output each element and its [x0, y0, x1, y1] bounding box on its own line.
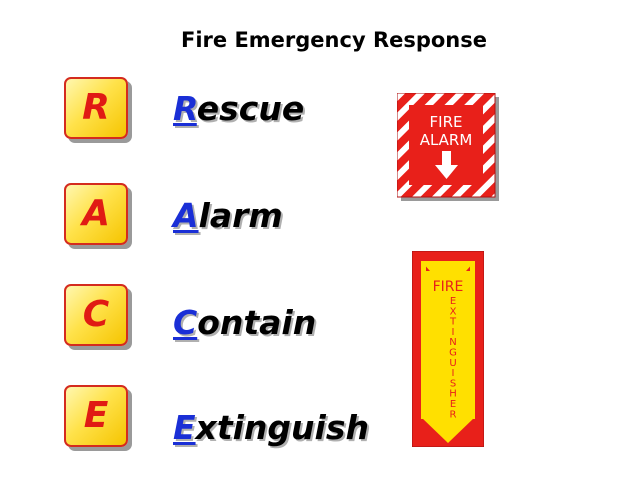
tile-a: A	[64, 183, 128, 245]
extinguisher-letter: N	[449, 337, 456, 348]
fire-alarm-line1: FIRE	[430, 113, 463, 131]
word-extinguish: Extinguish	[173, 411, 369, 444]
word-rest: xtinguish	[195, 408, 369, 447]
word-contain: Contain	[173, 306, 316, 339]
word-alarm: Alarm	[173, 199, 283, 232]
tile-c: C	[64, 284, 128, 346]
extinguisher-letter: E	[450, 399, 456, 410]
tile-e: E	[64, 385, 128, 447]
down-arrow-icon	[435, 151, 458, 179]
word-first-letter: E	[173, 408, 196, 447]
tile-letter: R	[82, 87, 110, 128]
extinguisher-letter: X	[450, 306, 457, 317]
extinguisher-letter: U	[449, 358, 456, 369]
word-rest: larm	[198, 196, 283, 235]
extinguisher-letter: T	[449, 317, 457, 328]
word-first-letter: C	[173, 303, 198, 342]
tile-letter: C	[82, 294, 110, 335]
word-rest: escue	[196, 89, 305, 128]
tile-letter: A	[82, 193, 110, 234]
tile-r: R	[64, 77, 128, 139]
extinguisher-letter: H	[449, 389, 457, 400]
word-first-letter: A	[173, 196, 199, 235]
page-title: Fire Emergency Response	[180, 28, 488, 52]
extinguisher-letter: G	[449, 348, 457, 359]
extinguisher-letter: S	[450, 378, 456, 389]
word-first-letter: R	[173, 89, 197, 128]
extinguisher-letter: R	[450, 409, 457, 420]
fire-alarm-line2: ALARM	[420, 131, 473, 149]
fire-alarm-sign: FIRE ALARM	[397, 93, 499, 201]
extinguisher-letter: E	[450, 296, 456, 307]
extinguisher-letter: I	[452, 368, 455, 379]
tile-letter: E	[83, 395, 109, 436]
extinguisher-letter: I	[452, 327, 455, 338]
extinguisher-word1: FIRE	[433, 279, 464, 295]
word-rest: ontain	[197, 303, 317, 342]
word-rescue: Rescue	[173, 92, 304, 125]
